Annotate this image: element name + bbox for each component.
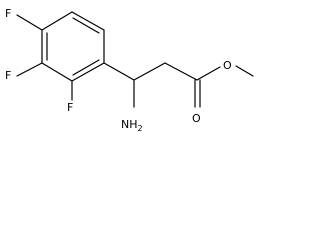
fluorine-bottom-label: F	[67, 101, 73, 114]
ring-bond-6	[41, 11, 73, 31]
fluorine-top-label: F	[5, 7, 11, 20]
carbonyl-oxygen-label: O	[192, 112, 201, 125]
atom-labels: F F F NH2 O O	[5, 7, 232, 133]
chain-bond-2	[133, 62, 166, 81]
ring-bond-4	[41, 62, 73, 82]
f-bond-top	[16, 14, 43, 31]
ring-bond-3-inner	[72, 59, 100, 76]
bond-layer	[16, 11, 254, 108]
ether-oxygen-label: O	[223, 59, 232, 72]
chain-bond-1	[103, 62, 135, 81]
amine-subscript: 2	[138, 124, 143, 133]
ester-bond-1	[196, 66, 221, 81]
ring-bond-1-inner	[72, 17, 100, 34]
fluorine-middle-label: F	[5, 69, 11, 82]
structure-diagram: F F F NH2 O O	[5, 7, 254, 133]
chain-bond-3	[164, 62, 198, 81]
amine-text: NH	[121, 118, 138, 131]
amine-label: NH2	[121, 118, 143, 133]
ester-bond-2	[235, 65, 254, 77]
f-bond-middle	[16, 62, 43, 77]
ring-bond-1	[71, 11, 105, 31]
ring-bond-3	[71, 62, 105, 82]
